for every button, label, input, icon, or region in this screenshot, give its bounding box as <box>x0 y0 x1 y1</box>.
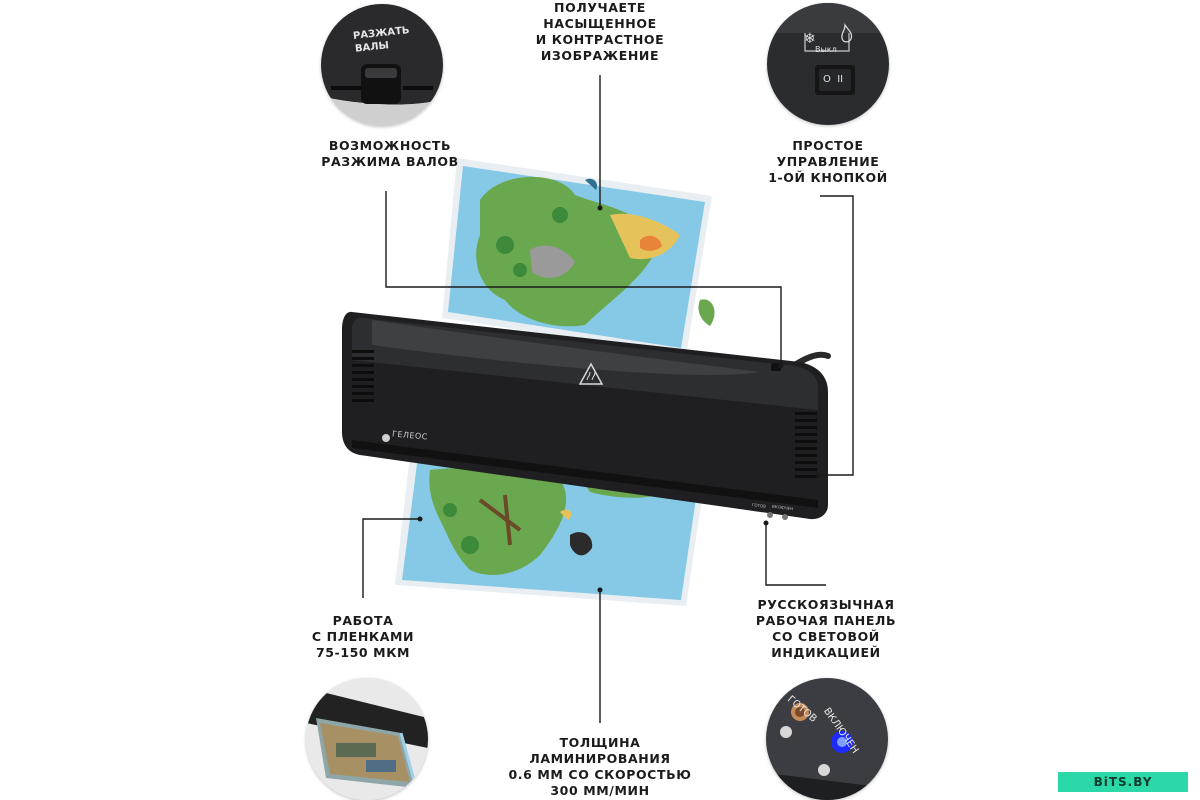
leader-lines <box>362 75 854 723</box>
callout-film-feed <box>306 678 428 800</box>
callout-power-switch: ❄ Выкл O II <box>767 3 889 125</box>
callout-switch-marks: O II <box>823 74 844 85</box>
callout-indicator-panel: ГОТОВ ВКЛЮЧЕН <box>766 678 888 800</box>
callout-release-button: РАЗЖАТЬ ВАЛЫ <box>321 4 443 126</box>
map-sheet-top <box>442 158 715 355</box>
watermark-badge: BiTS.BY <box>1058 772 1188 792</box>
laminator <box>342 311 828 520</box>
callout-switch-off-text: Выкл <box>815 45 837 54</box>
svg-text:❄: ❄ <box>804 31 816 47</box>
